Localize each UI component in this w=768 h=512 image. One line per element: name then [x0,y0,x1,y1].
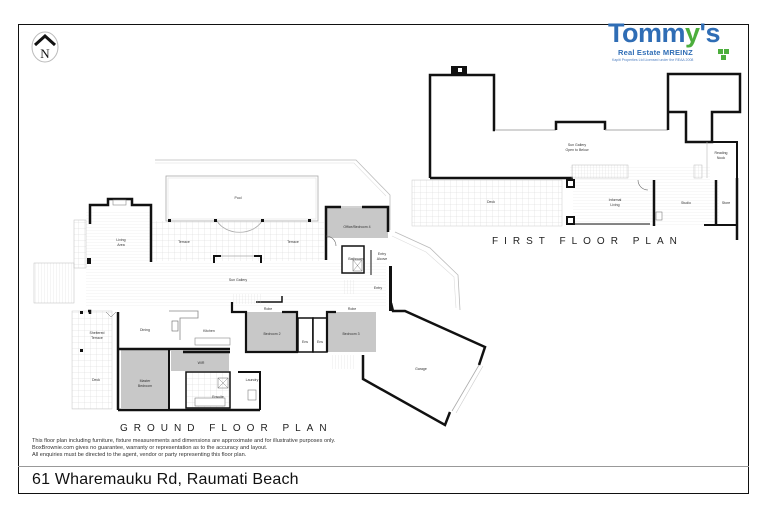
room-label: Store [722,201,730,205]
disclaimer-line: This floor plan including furniture, fix… [32,438,336,444]
room-label: Terrace [178,240,190,244]
key-icon [718,49,729,60]
room-label: Terrace [91,336,103,340]
room-label: Ensuite [212,395,224,399]
room-label: Entry [374,286,382,290]
room-label: Deck [92,378,100,382]
room-label: Entry [378,252,386,256]
room-label: Studio [681,201,691,205]
room-label: Deck [487,200,495,204]
room-label: Laundry [246,378,259,382]
room-label: Bathroom [348,257,363,261]
room-label: Sun Gallery [229,278,248,282]
room-label: Robe [348,307,356,311]
room-label: Informal [609,198,622,202]
room-label: Living [116,238,125,242]
room-label: Ens [317,340,323,344]
room-label: Pool [234,196,241,200]
room-label: Nook [717,156,725,160]
disclaimer-line: BoxBrownie.com gives no guarantee, warra… [32,445,268,452]
address-divider [18,466,749,467]
room-label: Bedroom 3 [342,332,359,336]
room-label: Garage [415,367,427,371]
room-label: Open to Below [566,148,589,152]
room-label: Kitchen [203,329,215,333]
room-label: Alcove [377,257,388,261]
room-label: Terrace [287,240,299,244]
room-label: Living [610,203,619,207]
room-label: Sheltered [90,331,105,335]
compass-label: N [40,46,50,61]
logo-subtitle: Real Estate MREINZ [618,48,693,57]
room-label: WIR [198,361,205,365]
room-label: Bedroom 2 [263,332,280,336]
first-floor-plan-title: FIRST FLOOR PLAN [492,236,683,247]
room-label: Office/Bedroom 4 [343,225,370,229]
room-label: Robe [264,307,272,311]
room-label: Dining [140,328,150,332]
agency-logo: Tommy's Real Estate MREINZ Kapiti Proper… [608,18,748,64]
room-label: Ens [302,340,308,344]
room-label: Area [117,243,124,247]
room-label: Master [140,379,152,383]
disclaimer-line: All enquiries must be directed to the ag… [32,452,247,459]
property-address: 61 Wharemauku Rd, Raumati Beach [32,471,299,488]
disclaimer: This floor plan including furniture, fix… [32,438,335,460]
logo-fine-print: Kapiti Properties Ltd Licensed under the… [612,58,694,62]
room-label: Reading [714,151,727,155]
logo-wordmark: Tommy's [608,18,720,48]
room-label: Sun Gallery [568,143,587,147]
north-compass-icon: N [31,31,59,63]
room-label: Bedroom [138,384,152,388]
ground-floor-plan-title: GROUND FLOOR PLAN [120,423,333,434]
